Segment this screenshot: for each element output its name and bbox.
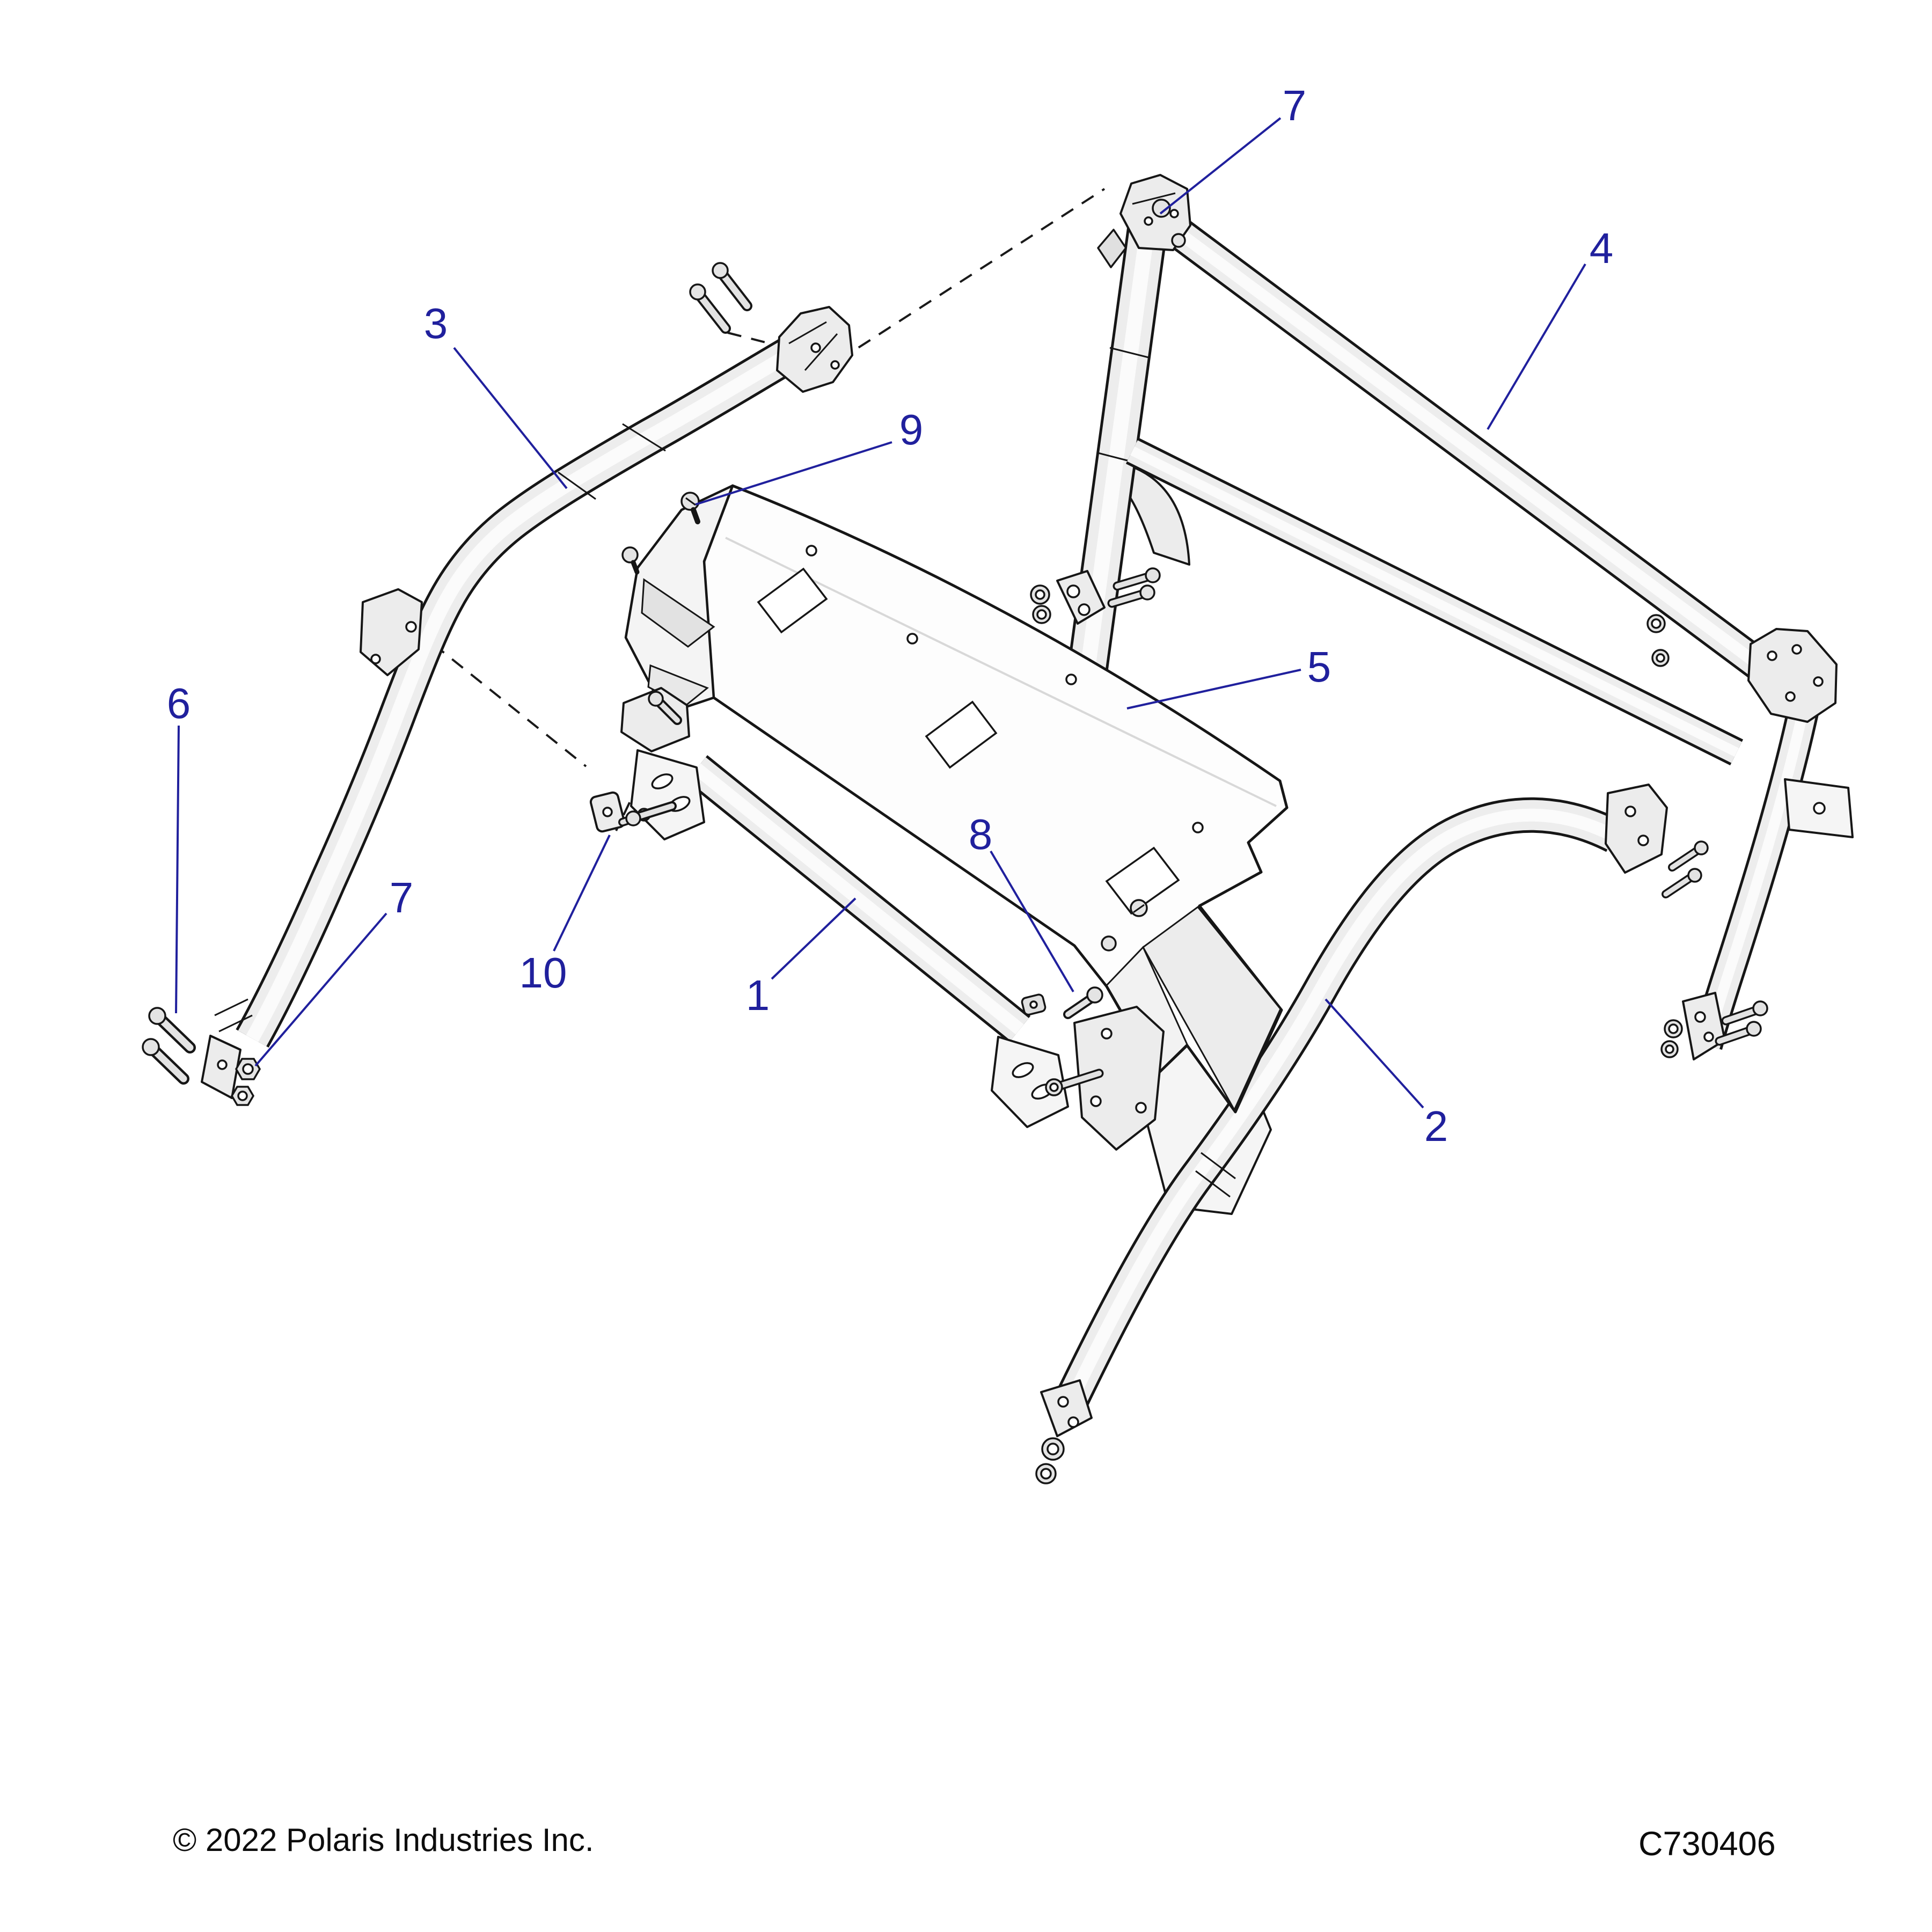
bolt-icon bbox=[142, 1038, 189, 1085]
panel-cutout bbox=[925, 700, 998, 769]
bolt-head-icon bbox=[1152, 199, 1171, 218]
part-2-right-cab-frame bbox=[1040, 784, 1668, 1437]
bolt-icon bbox=[1045, 1069, 1104, 1096]
callout-1: 1 bbox=[746, 971, 770, 1019]
callout-9: 9 bbox=[899, 406, 924, 453]
callout-2: 2 bbox=[1424, 1102, 1448, 1150]
part-5-close-off-panel bbox=[624, 484, 1289, 1114]
fasteners bbox=[142, 199, 1768, 1484]
drawing-code-text: C730406 bbox=[1638, 1825, 1776, 1863]
leader-line bbox=[1487, 263, 1586, 430]
leader-line bbox=[771, 897, 857, 980]
crossbar-right-bracket bbox=[991, 1036, 1069, 1128]
leader-line bbox=[453, 347, 568, 489]
callout-3: 3 bbox=[424, 299, 448, 347]
dashed-line bbox=[413, 628, 587, 767]
screw-icon bbox=[1101, 935, 1117, 952]
leader-line bbox=[553, 835, 611, 952]
nut-icon bbox=[1030, 584, 1051, 624]
dashed-line bbox=[837, 188, 1106, 362]
screw-icon bbox=[680, 492, 700, 524]
leader-line bbox=[695, 441, 892, 506]
callout-4: 4 bbox=[1590, 224, 1614, 272]
nut-icon bbox=[1646, 614, 1670, 667]
crossbar-left-bracket bbox=[620, 687, 690, 752]
leader-line bbox=[1126, 669, 1301, 709]
callout-8: 8 bbox=[969, 810, 993, 858]
tube-end-bracket bbox=[1605, 784, 1668, 874]
leader-lines bbox=[175, 117, 1586, 1109]
panel-cutout bbox=[1105, 846, 1180, 915]
leader-line bbox=[990, 850, 1074, 993]
tube-mid-bracket bbox=[360, 588, 423, 676]
callout-6: 6 bbox=[167, 679, 191, 727]
callout-5: 5 bbox=[1307, 643, 1331, 691]
gusset-plate bbox=[1122, 465, 1190, 566]
callout-10: 10 bbox=[519, 949, 567, 997]
bolt-icon bbox=[1662, 840, 1709, 898]
bolt-icon bbox=[1063, 986, 1103, 1019]
bolt-icon bbox=[148, 1007, 196, 1053]
bolt-icon bbox=[1715, 1000, 1768, 1046]
screw-icon bbox=[621, 546, 640, 575]
bolt-icon bbox=[689, 283, 731, 334]
callout-7-left: 7 bbox=[390, 874, 414, 921]
nut-icon bbox=[230, 1058, 261, 1106]
part-1-cross-bar bbox=[620, 687, 1165, 1151]
bolt-icon bbox=[712, 262, 752, 311]
part-3-left-cab-frame bbox=[201, 306, 853, 1099]
panel-fin bbox=[1142, 905, 1282, 1112]
bolt-icon bbox=[625, 801, 677, 826]
bolt-icon bbox=[1107, 567, 1161, 608]
part-4-rear-cab-frame bbox=[1056, 174, 1854, 1060]
leader-line bbox=[254, 912, 387, 1067]
nut-icon bbox=[1660, 1019, 1683, 1058]
panel-end-cap bbox=[624, 484, 734, 715]
leader-line bbox=[1159, 117, 1282, 215]
nut-icon bbox=[1171, 233, 1186, 248]
callout-7-top: 7 bbox=[1283, 82, 1307, 129]
bolt-icon bbox=[648, 691, 682, 725]
nut-icon bbox=[1035, 1437, 1065, 1484]
panel-cutout bbox=[757, 567, 828, 634]
leader-line bbox=[175, 725, 180, 1014]
leader-line bbox=[1324, 998, 1424, 1109]
corner-bracket bbox=[1747, 628, 1838, 723]
copyright-text: © 2022 Polaris Industries Inc. bbox=[173, 1822, 594, 1858]
callout-labels: 7 4 3 9 5 6 7 10 8 1 2 bbox=[167, 82, 1614, 1150]
post-foot-plate bbox=[1056, 570, 1106, 625]
